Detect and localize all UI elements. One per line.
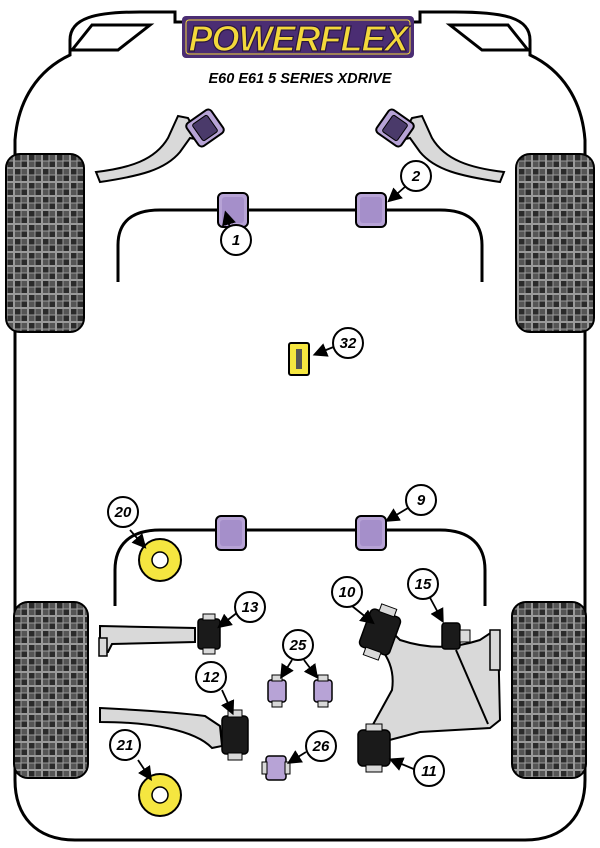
rear-upper-arm	[99, 624, 196, 653]
rear-right-tyre	[511, 601, 587, 779]
windshield-left	[68, 23, 155, 52]
callout-25: 25	[282, 629, 314, 661]
callout-15: 15	[407, 568, 439, 600]
front-right-arm-bush	[375, 108, 415, 148]
rear-anti-roll-bar	[113, 528, 487, 606]
svg-text:2: 2	[411, 168, 421, 185]
rear-wishbone-mount	[489, 629, 501, 671]
bush-15	[441, 622, 471, 650]
callout-32: 32	[332, 327, 364, 359]
svg-text:20: 20	[114, 504, 132, 521]
svg-text:21: 21	[116, 737, 134, 754]
rear-arb-bush-left	[215, 515, 247, 551]
front-left-control-arm	[94, 114, 202, 184]
svg-text:32: 32	[340, 335, 357, 352]
vehicle-subtitle: E60 E61 5 SERIES XDRIVE	[209, 71, 393, 87]
callout-13: 13	[234, 591, 266, 623]
yellow-bush-20	[138, 538, 182, 582]
engine-mount-insert	[288, 342, 310, 376]
front-arb-bush-left	[217, 192, 249, 228]
rear-arb-bush-right	[355, 515, 387, 551]
windshield-right	[445, 23, 532, 52]
callout-1: 1	[220, 224, 252, 256]
bush-25-right	[313, 674, 333, 708]
front-right-tyre	[515, 153, 595, 333]
rear-upper-arm-end	[98, 637, 108, 657]
bush-26	[261, 755, 291, 781]
front-anti-roll-bar	[116, 208, 484, 282]
front-arb-bush-right	[355, 192, 387, 228]
rear-wishbone-strut	[455, 649, 489, 725]
callout-26: 26	[305, 730, 337, 762]
rear-wishbone	[368, 620, 502, 744]
callout-11: 11	[413, 755, 445, 787]
svg-text:10: 10	[339, 584, 356, 601]
powerflex-logo: POWERFLEX	[182, 16, 414, 60]
svg-text:12: 12	[203, 669, 220, 686]
callout-9: 9	[405, 484, 437, 516]
callout-21: 21	[109, 729, 141, 761]
svg-text:11: 11	[421, 763, 437, 780]
svg-text:25: 25	[289, 637, 307, 654]
callout-2: 2	[400, 160, 432, 192]
svg-text:POWERFLEX: POWERFLEX	[188, 18, 410, 59]
leader-lines	[129, 185, 444, 781]
yellow-bush-21	[138, 773, 182, 817]
svg-text:9: 9	[417, 492, 426, 509]
callout-10: 10	[331, 576, 363, 608]
front-left-tyre	[5, 153, 85, 333]
svg-text:13: 13	[242, 599, 259, 616]
svg-text:1: 1	[232, 232, 240, 249]
svg-text:26: 26	[312, 738, 330, 755]
callout-12: 12	[195, 661, 227, 693]
callout-20: 20	[107, 496, 139, 528]
front-left-arm-bush	[185, 108, 225, 148]
bush-12	[221, 709, 249, 761]
bush-13	[197, 613, 221, 655]
rear-left-tyre	[13, 601, 89, 779]
bush-25-left	[267, 674, 287, 708]
bush-11	[357, 723, 391, 773]
svg-text:15: 15	[415, 576, 432, 593]
